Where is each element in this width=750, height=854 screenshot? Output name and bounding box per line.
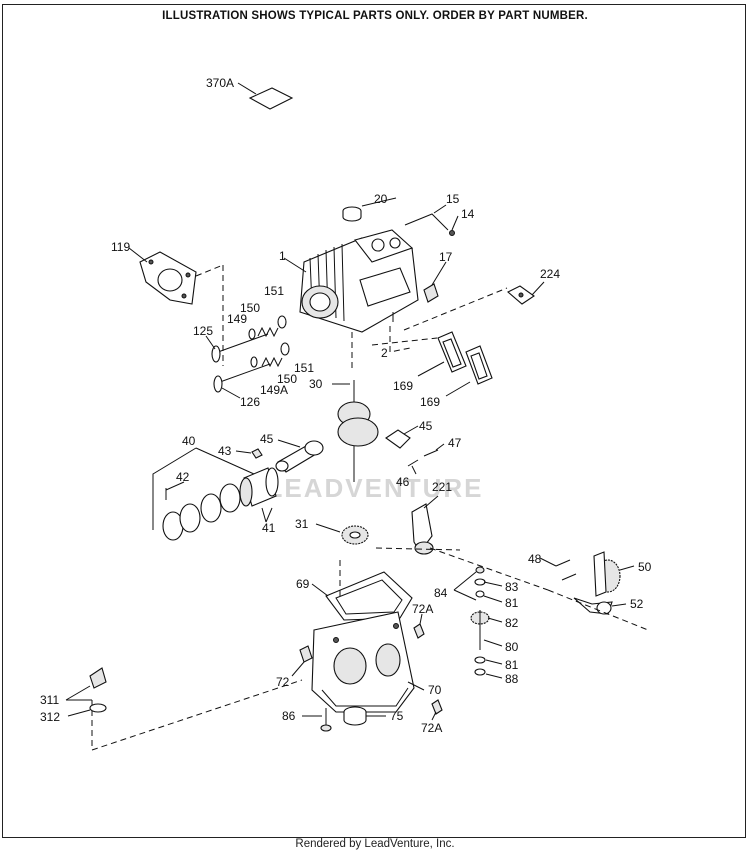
part-149-valve-retainer[interactable] xyxy=(248,328,258,368)
part-224-gasket[interactable] xyxy=(403,281,545,331)
label-119: 119 xyxy=(111,240,130,254)
label-88: 88 xyxy=(505,672,519,686)
part-1-cylinder-block[interactable] xyxy=(283,229,419,372)
label-81-upper: 81 xyxy=(505,596,519,610)
label-224: 224 xyxy=(540,267,560,281)
label-70: 70 xyxy=(428,683,442,697)
label-86: 86 xyxy=(282,709,296,723)
part-119-head-gasket[interactable] xyxy=(128,247,224,366)
label-30: 30 xyxy=(309,377,323,391)
part-86-screw[interactable] xyxy=(302,708,332,732)
label-312: 312 xyxy=(40,710,60,724)
part-31-gear[interactable] xyxy=(315,523,369,545)
part-150-valve-spring[interactable] xyxy=(257,326,283,368)
label-75: 75 xyxy=(390,709,404,723)
part-370A-decal[interactable] xyxy=(237,82,294,110)
label-72A-upper: 72A xyxy=(412,602,433,616)
label-370A: 370A xyxy=(206,76,234,90)
part-43-bolt[interactable] xyxy=(235,448,263,459)
label-2: 2 xyxy=(381,346,388,360)
part-40-piston-assembly-bracket[interactable] xyxy=(152,447,255,530)
label-43: 43 xyxy=(218,444,232,458)
label-311: 311 xyxy=(40,693,59,707)
label-40: 40 xyxy=(182,434,196,448)
label-45-cap: 45 xyxy=(419,419,433,433)
label-80: 80 xyxy=(505,640,519,654)
label-169-lower: 169 xyxy=(420,395,440,409)
part-41-piston[interactable] xyxy=(239,467,279,523)
label-83: 83 xyxy=(505,580,519,594)
part-151-valve-seal[interactable] xyxy=(277,315,290,356)
part-69-crankcase-gasket[interactable] xyxy=(311,571,413,621)
parts-notice: ILLUSTRATION SHOWS TYPICAL PARTS ONLY. O… xyxy=(162,10,588,22)
label-125: 125 xyxy=(193,324,213,338)
part-221-governor[interactable] xyxy=(411,495,439,555)
label-31: 31 xyxy=(295,517,309,531)
part-17-bracket[interactable] xyxy=(423,261,447,303)
diagram-frame xyxy=(2,4,746,838)
label-42: 42 xyxy=(176,470,190,484)
label-221: 221 xyxy=(432,480,452,494)
label-69: 69 xyxy=(296,577,310,591)
label-149: 149 xyxy=(227,312,247,326)
part-15-link-rod[interactable] xyxy=(404,204,459,236)
label-48: 48 xyxy=(528,552,542,566)
label-126: 126 xyxy=(240,395,260,409)
label-72: 72 xyxy=(276,675,290,689)
assembly-line-cam xyxy=(429,547,549,591)
label-72A-lower: 72A xyxy=(421,721,442,735)
part-46-bolt[interactable] xyxy=(407,459,419,475)
footer-credit: Rendered by LeadVenture, Inc. xyxy=(295,838,455,850)
label-17: 17 xyxy=(439,250,453,264)
label-45-rod: 45 xyxy=(260,432,274,446)
part-312-o-ring[interactable] xyxy=(67,703,107,717)
label-52: 52 xyxy=(630,597,644,611)
part-169-gasket[interactable] xyxy=(371,331,493,397)
part-72A-plug[interactable] xyxy=(413,613,443,721)
label-150-lower: 150 xyxy=(277,372,297,386)
part-48-pin[interactable] xyxy=(539,557,577,581)
label-150-upper: 150 xyxy=(240,301,260,315)
label-151-upper: 151 xyxy=(264,284,284,298)
part-52-cam-follower[interactable] xyxy=(547,589,649,631)
label-169-upper: 169 xyxy=(393,379,413,393)
label-41: 41 xyxy=(262,521,276,535)
part-30-crankshaft[interactable] xyxy=(332,380,379,482)
part-45-connecting-rod[interactable] xyxy=(275,439,324,473)
part-20-seal[interactable] xyxy=(342,197,397,222)
part-45-rod-cap[interactable] xyxy=(385,425,419,449)
part-42-piston-rings[interactable] xyxy=(162,483,241,541)
part-50-cam-gear[interactable] xyxy=(593,551,635,597)
part-70-crankcase-cover[interactable] xyxy=(311,547,461,713)
part-84-oil-pump-assembly[interactable] xyxy=(453,566,503,679)
label-151-lower: 151 xyxy=(294,361,314,375)
assembly-line-2 xyxy=(389,326,411,353)
label-50: 50 xyxy=(638,560,652,574)
label-84: 84 xyxy=(434,586,448,600)
label-47: 47 xyxy=(448,436,462,450)
part-47-bolt[interactable] xyxy=(423,443,445,457)
part-72-plug[interactable] xyxy=(291,645,313,677)
label-82: 82 xyxy=(505,616,519,630)
label-46: 46 xyxy=(396,475,410,489)
part-311-oil-fill-cap[interactable] xyxy=(65,667,303,751)
part-75-oil-seal[interactable] xyxy=(343,706,386,726)
label-1: 1 xyxy=(279,249,286,263)
part-126-exhaust-valve[interactable] xyxy=(213,363,271,399)
label-15: 15 xyxy=(446,192,460,206)
label-81-lower: 81 xyxy=(505,658,519,672)
watermark: LEADVENTURE xyxy=(266,473,483,503)
label-20: 20 xyxy=(374,192,388,206)
label-14: 14 xyxy=(461,207,475,221)
part-125-intake-valve[interactable] xyxy=(205,333,269,363)
label-149A: 149A xyxy=(260,383,288,397)
